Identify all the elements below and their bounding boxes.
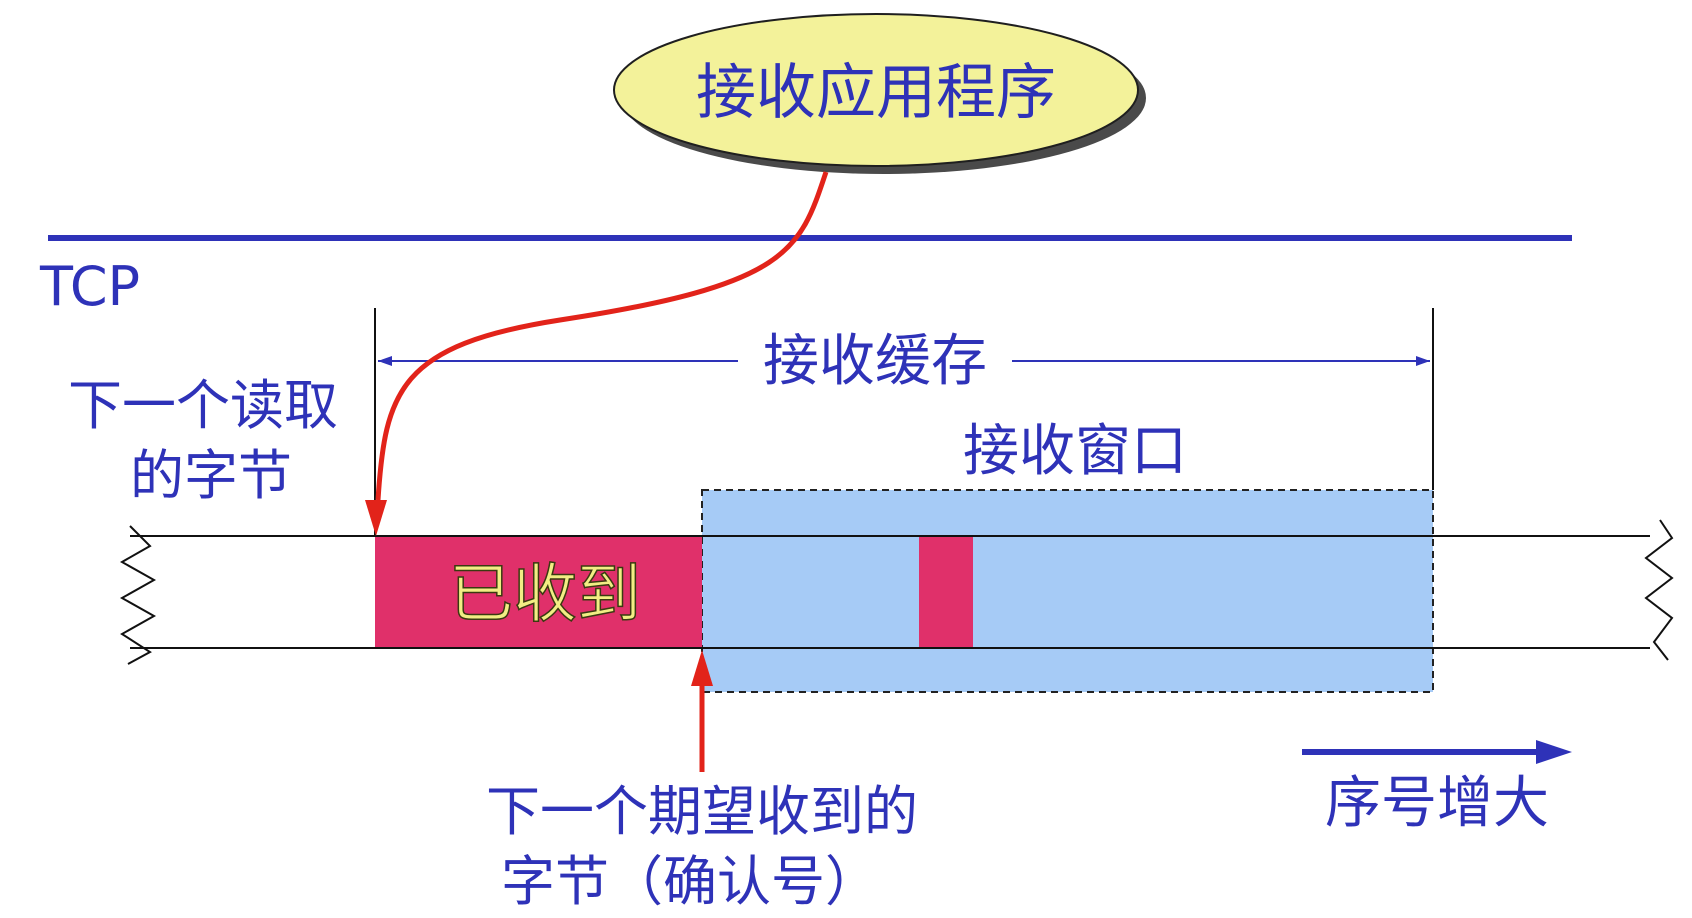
buffer-label: 接收缓存 <box>763 329 987 394</box>
buffer-arrowhead-right <box>1416 356 1430 366</box>
read-pointer-arrow <box>375 171 829 501</box>
received-label: 已收到 <box>449 558 641 632</box>
window-label: 接收窗口 <box>963 419 1187 484</box>
sequence-direction-arrowhead <box>1536 740 1572 764</box>
tcp-label: TCP <box>39 255 140 318</box>
read-pointer-arrowhead <box>365 500 387 536</box>
buffer-arrowhead-left <box>378 356 392 366</box>
left-break-zigzag <box>119 525 157 665</box>
next-expected-label-line2: 字节（确认号） <box>501 850 879 913</box>
received-region <box>375 536 702 648</box>
out-of-order-received-block <box>919 536 973 648</box>
sequence-label: 序号增大 <box>1325 771 1549 836</box>
receiving-application-bubble: 接收应用程序 <box>613 13 1146 174</box>
next-read-label-line2: 的字节 <box>130 444 292 507</box>
receive-window <box>701 489 1434 693</box>
right-break-zigzag <box>1644 519 1674 661</box>
ack-pointer-arrowhead <box>691 650 713 686</box>
next-expected-label-line1: 下一个期望收到的 <box>486 780 918 843</box>
receive-buffer-span: 接收缓存 <box>378 329 1430 394</box>
app-label: 接收应用程序 <box>696 58 1056 128</box>
next-read-label-line1: 下一个读取 <box>68 374 338 437</box>
